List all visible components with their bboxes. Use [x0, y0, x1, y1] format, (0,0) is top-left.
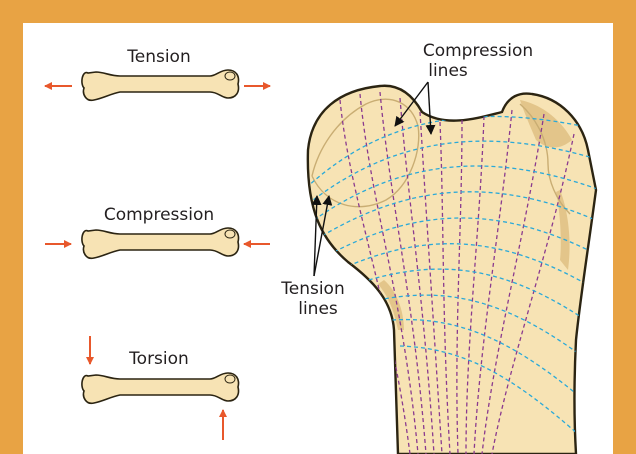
torsion-label: Torsion	[128, 349, 189, 369]
torsion-bone	[82, 373, 239, 403]
compression-bone	[82, 228, 239, 258]
tension-lines-label-line1: Tension	[280, 279, 344, 299]
compression-lines-label-line2: lines	[428, 61, 468, 81]
compression-label: Compression	[104, 205, 214, 225]
tension-lines-label-line2: lines	[298, 299, 338, 319]
tension-label: Tension	[126, 47, 190, 67]
tension-bone	[82, 70, 239, 100]
compression-lines-label-line1: Compression	[423, 41, 533, 61]
